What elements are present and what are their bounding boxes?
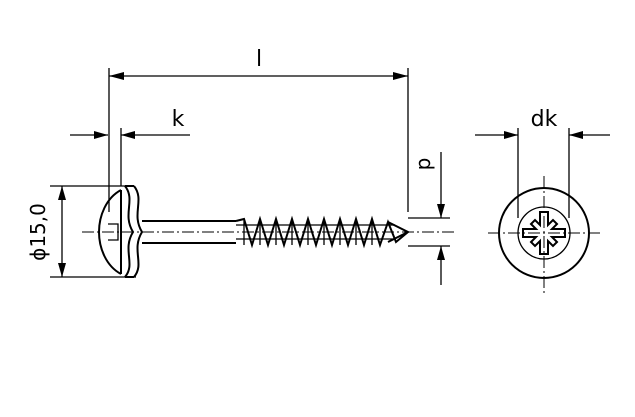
head-height-label: k <box>172 107 185 132</box>
screw-thread <box>235 215 409 249</box>
screw-front-view <box>488 176 600 293</box>
washer-diameter-label: ϕ15,0 <box>26 203 50 261</box>
screw-side-view <box>82 185 455 278</box>
diameter-dimension: d <box>408 152 450 285</box>
pozidriv-recess-icon <box>522 211 566 255</box>
head-height-dimension: k <box>70 107 190 186</box>
washer-outline <box>498 187 590 279</box>
length-label: l <box>256 47 262 72</box>
screw-point <box>387 221 411 243</box>
washer <box>124 185 135 278</box>
head-outline <box>517 206 571 260</box>
head-diameter-dimension: dk <box>475 107 610 218</box>
washer-diameter-dimension: ϕ15,0 <box>26 185 136 278</box>
length-dimension: l <box>108 47 409 212</box>
diameter-label: d <box>414 158 438 171</box>
screw-head <box>97 189 122 275</box>
head-diameter-label: dk <box>531 107 558 132</box>
